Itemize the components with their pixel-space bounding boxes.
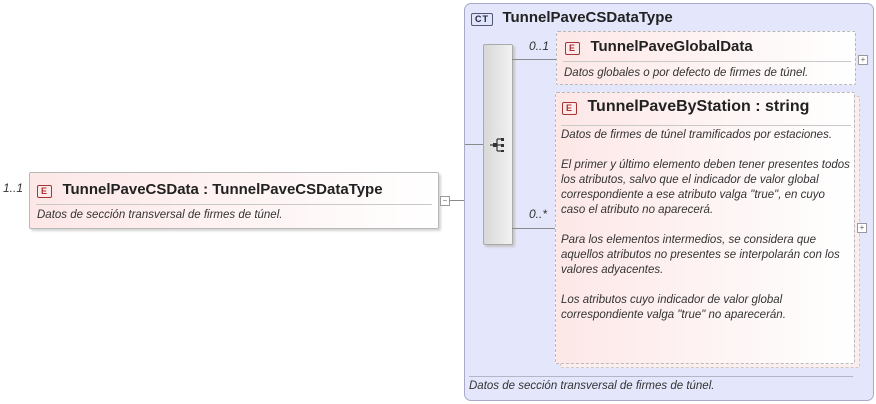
complex-type-badge-icon: CT [471, 13, 493, 26]
root-element[interactable]: E TunnelPaveCSData : TunnelPaveCSDataTyp… [29, 172, 439, 229]
child-documentation: Datos de firmes de túnel tramificados po… [561, 129, 850, 321]
element-badge-icon: E [565, 42, 581, 55]
complex-type-documentation: Datos de sección transversal de firmes d… [469, 380, 715, 392]
child-element-title: TunnelPaveGlobalData [590, 38, 753, 55]
child-multiplicity: 0..* [529, 207, 548, 221]
complex-type-header: CT TunnelPaveCSDataType [471, 9, 673, 27]
child-documentation: Datos globales o por defecto de firmes d… [564, 67, 809, 79]
sequence-compositor[interactable] [483, 44, 513, 245]
child-element-by-station[interactable]: E TunnelPaveByStation : string Datos de … [555, 92, 855, 364]
expand-icon[interactable]: + [857, 223, 867, 233]
collapse-icon[interactable]: − [440, 196, 450, 206]
connector-line [512, 228, 556, 229]
element-badge-icon: E [37, 185, 53, 198]
sequence-icon [490, 138, 504, 152]
root-divider [36, 204, 432, 205]
child-divider [563, 61, 851, 62]
complex-type-divider [469, 376, 853, 377]
connector-line [450, 200, 464, 201]
root-header: E TunnelPaveCSData : TunnelPaveCSDataTyp… [37, 181, 383, 199]
root-multiplicity: 1..1 [3, 181, 24, 195]
child-header: E TunnelPaveByStation : string [562, 98, 809, 116]
expand-icon[interactable]: + [858, 55, 868, 65]
root-element-title: TunnelPaveCSData : TunnelPaveCSDataType [62, 181, 383, 198]
root-documentation: Datos de sección transversal de firmes d… [37, 209, 283, 221]
element-badge-icon: E [562, 102, 578, 115]
connector-line [465, 144, 483, 145]
child-element-global-data[interactable]: E TunnelPaveGlobalData Datos globales o … [556, 31, 856, 85]
connector-line [512, 59, 556, 60]
child-header: E TunnelPaveGlobalData [565, 38, 753, 56]
child-multiplicity: 0..1 [529, 39, 550, 53]
child-divider [561, 125, 851, 126]
child-element-title: TunnelPaveByStation : string [587, 98, 810, 115]
complex-type-title: TunnelPaveCSDataType [502, 9, 673, 26]
